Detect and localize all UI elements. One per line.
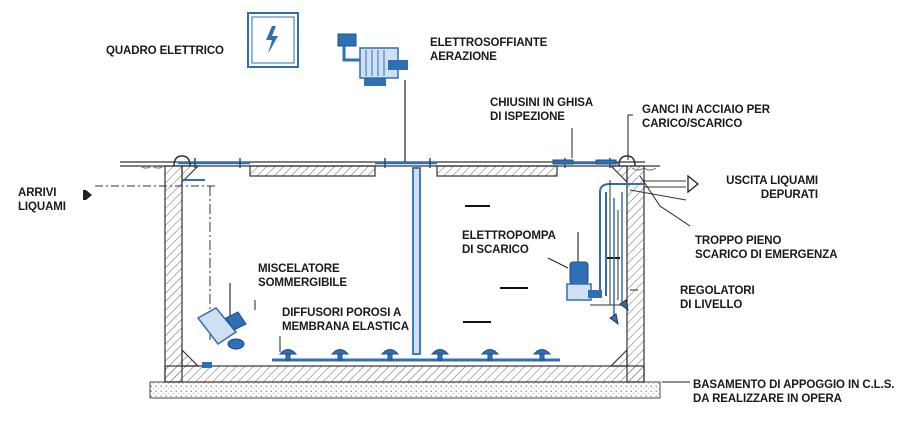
label-quadro-elettrico: QUADRO ELETTRICO xyxy=(106,45,224,57)
concrete-base xyxy=(149,381,661,399)
inspection-covers xyxy=(552,159,617,165)
label-basamento: BASAMENTO DI APPOGGIO IN C.L.S.DA REALIZ… xyxy=(693,379,895,405)
overflow-pipe xyxy=(629,189,687,201)
leader-lines xyxy=(254,114,691,383)
diffuser xyxy=(278,349,298,361)
blower-icon xyxy=(337,33,408,86)
outlet-arrow-icon xyxy=(687,174,700,194)
electric-panel-icon xyxy=(247,12,299,68)
discharge-pump xyxy=(566,232,602,301)
diffuser xyxy=(430,349,450,361)
diffuser xyxy=(532,349,552,361)
level-regulators xyxy=(590,198,629,326)
inlet-arrow-icon xyxy=(83,190,86,200)
inlet-pipe xyxy=(95,179,215,187)
diffuser xyxy=(480,349,500,361)
steel-hooks xyxy=(173,155,636,167)
top-slab xyxy=(182,165,627,177)
inlet-arrow-icon xyxy=(86,190,92,200)
air-riser xyxy=(404,80,421,355)
diffusers xyxy=(278,349,552,361)
diffuser xyxy=(330,349,350,361)
submersible-mixer xyxy=(196,186,247,368)
discharge-riser xyxy=(599,180,686,305)
diffuser xyxy=(380,349,400,361)
